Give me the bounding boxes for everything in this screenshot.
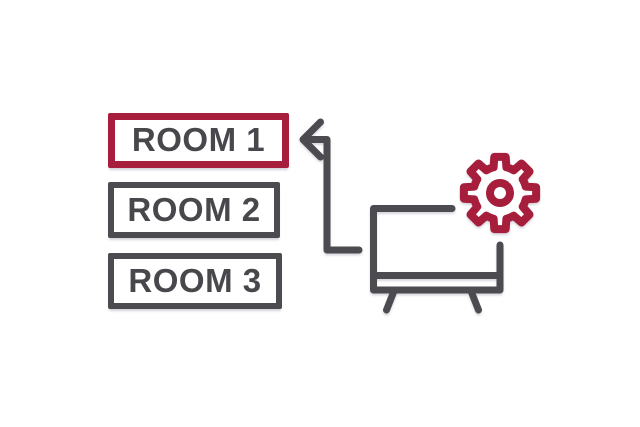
room-3-box: ROOM 3 (108, 253, 282, 309)
arrow-left-icon (299, 118, 363, 254)
gear-hub (486, 179, 514, 207)
arrow-head (299, 118, 324, 161)
room-3-label: ROOM 3 (128, 261, 262, 299)
tv-icon (370, 205, 504, 314)
room-1-label: ROOM 1 (131, 121, 266, 158)
room-2-label: ROOM 2 (127, 190, 261, 228)
room-2-box: ROOM 2 (108, 182, 280, 238)
tv-left-leg (383, 287, 398, 314)
tv-right-leg (467, 287, 482, 314)
room-1-box: ROOM 1 (108, 113, 289, 168)
arrow-shaft (302, 136, 363, 254)
gear-icon (459, 152, 541, 234)
